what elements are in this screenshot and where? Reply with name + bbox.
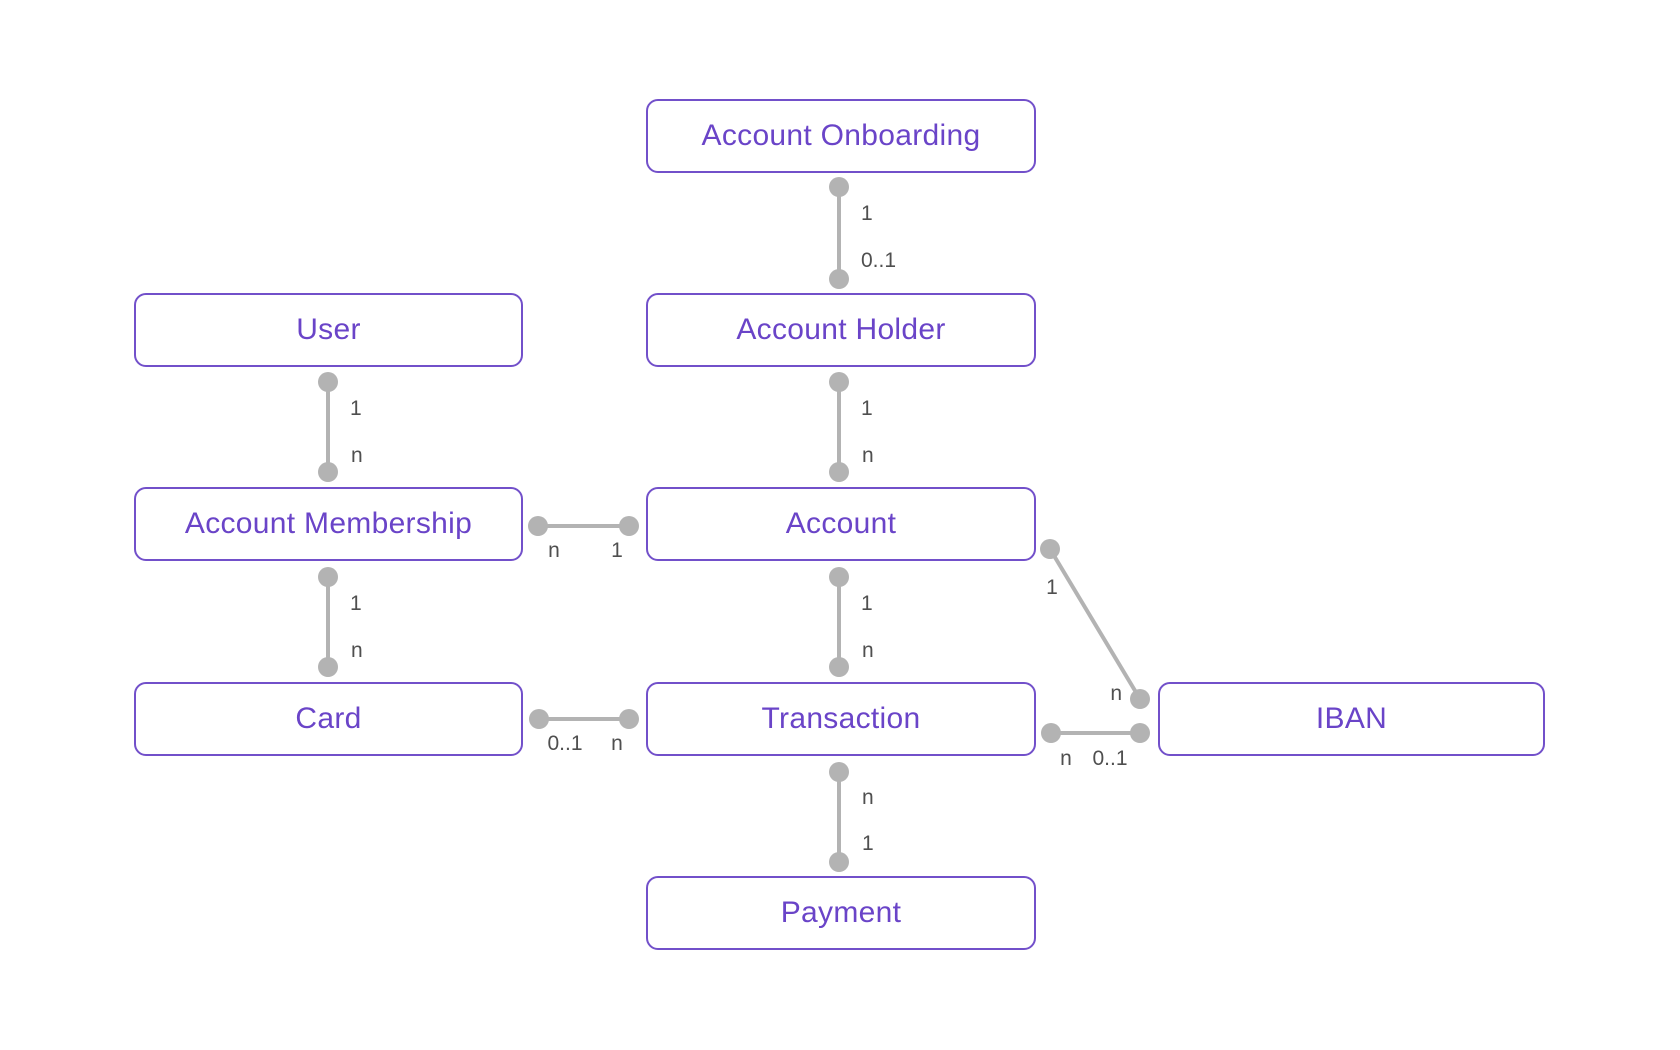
relation-endpoint-dot (318, 657, 338, 677)
cardinality-label: 0..1 (1092, 747, 1127, 770)
cardinality-label: n (1060, 747, 1072, 770)
cardinality-label: n (611, 732, 623, 755)
cardinality-label: 1 (1046, 576, 1058, 599)
cardinality-label: n (548, 539, 560, 562)
entity-label: User (296, 313, 361, 346)
cardinality-label: 1 (861, 202, 873, 225)
cardinality-label: n (862, 786, 874, 809)
entity-account-membership[interactable]: Account Membership (134, 487, 523, 561)
entity-account[interactable]: Account (646, 487, 1036, 561)
cardinality-label: n (862, 444, 874, 467)
relation-account-transaction: 1 n (829, 567, 874, 677)
entity-label: Account (785, 507, 897, 540)
entity-account-holder[interactable]: Account Holder (646, 293, 1036, 367)
relation-endpoint-dot (528, 516, 548, 536)
relation-endpoint-dot (619, 516, 639, 536)
relation-endpoint-dot (1130, 723, 1150, 743)
cardinality-label: 0..1 (547, 732, 582, 755)
entity-label: Transaction (761, 702, 921, 735)
entity-payment[interactable]: Payment (646, 876, 1036, 950)
cardinality-label: 0..1 (861, 249, 896, 272)
entity-card[interactable]: Card (134, 682, 523, 756)
cardinality-label: n (862, 639, 874, 662)
cardinality-label: n (351, 639, 363, 662)
relation-endpoint-dot (829, 177, 849, 197)
relation-user-account-membership: 1 n (318, 372, 363, 482)
relation-endpoint-dot (318, 462, 338, 482)
cardinality-label: 1 (611, 539, 623, 562)
entity-label: Payment (780, 896, 902, 929)
cardinality-label: n (351, 444, 363, 467)
relation-endpoint-dot (829, 269, 849, 289)
entity-account-onboarding[interactable]: Account Onboarding (646, 99, 1036, 173)
relation-account-iban: 1 n (1040, 539, 1150, 709)
cardinality-label: 1 (862, 832, 874, 855)
relation-endpoint-dot (529, 709, 549, 729)
relation-transaction-payment: n 1 (829, 762, 874, 872)
relation-account-membership-card: 1 n (318, 567, 363, 677)
relation-endpoint-dot (318, 372, 338, 392)
cardinality-label: 1 (861, 397, 873, 420)
cardinality-label: 1 (861, 592, 873, 615)
relation-account-holder-account: 1 n (829, 372, 874, 482)
entity-label: Card (295, 702, 362, 735)
entity-label: Account Onboarding (701, 119, 981, 152)
relation-endpoint-dot (318, 567, 338, 587)
entity-user[interactable]: User (134, 293, 523, 367)
relation-endpoint-dot (829, 852, 849, 872)
relation-endpoint-dot (829, 657, 849, 677)
relation-endpoint-dot (1130, 689, 1150, 709)
relation-endpoint-dot (1041, 723, 1061, 743)
relation-endpoint-dot (829, 567, 849, 587)
entity-label: Account Membership (184, 507, 473, 540)
relation-account-onboarding-account-holder: 1 0..1 (829, 177, 896, 289)
entity-iban[interactable]: IBAN (1158, 682, 1545, 756)
relation-endpoint-dot (1040, 539, 1060, 559)
cardinality-label: 1 (350, 592, 362, 615)
relation-endpoint-dot (829, 462, 849, 482)
entity-transaction[interactable]: Transaction (646, 682, 1036, 756)
cardinality-label: 1 (350, 397, 362, 420)
cardinality-label: n (1110, 682, 1122, 705)
relation-transaction-iban: n 0..1 (1041, 723, 1150, 770)
relation-endpoint-dot (619, 709, 639, 729)
relation-endpoint-dot (829, 762, 849, 782)
relation-account-membership-account: n 1 (528, 516, 639, 562)
entity-label: IBAN (1315, 702, 1388, 735)
relation-endpoint-dot (829, 372, 849, 392)
relation-card-transaction: 0..1 n (529, 709, 639, 755)
entity-label: Account Holder (736, 313, 946, 346)
